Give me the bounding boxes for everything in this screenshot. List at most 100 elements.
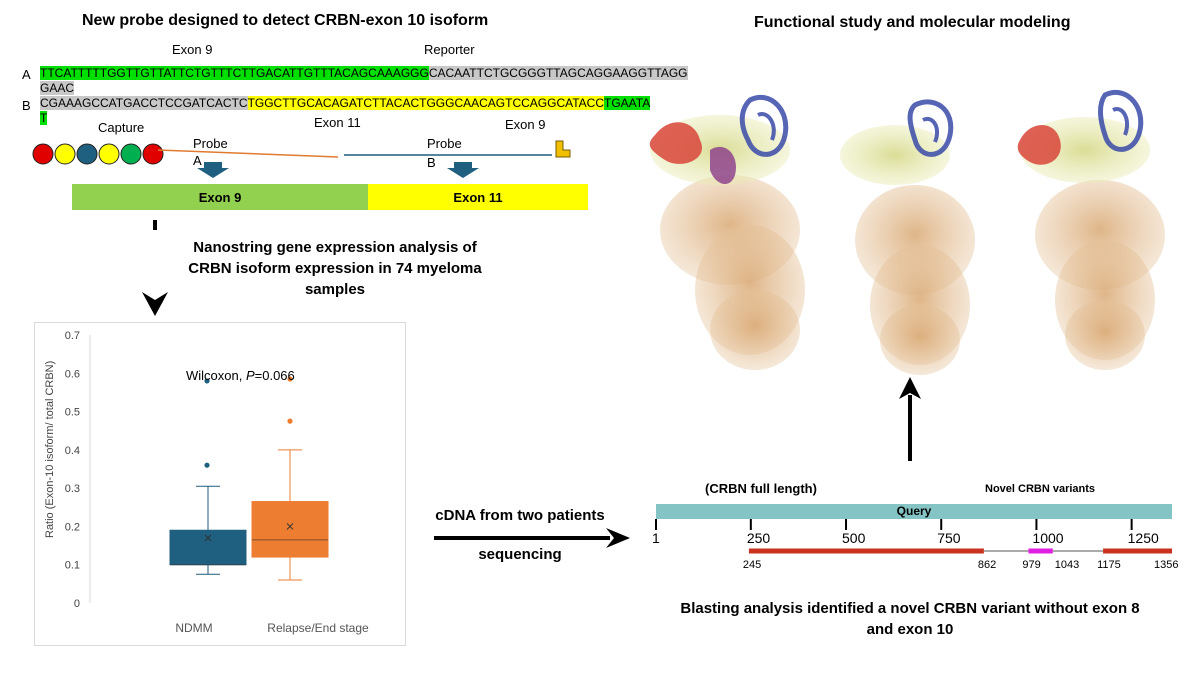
- y-tick-label: 0.4: [65, 445, 80, 457]
- probe-a-line: [157, 149, 339, 158]
- query-bar: [656, 504, 1172, 519]
- protein-model-3: [1017, 90, 1165, 370]
- row-b-green-seq-wrap: T: [40, 111, 48, 125]
- row-a-sequence: TTCATTTTTGGTTGTTATTCTGTTTCTTGACATTGTTTAC…: [40, 66, 688, 81]
- box-iqr: [169, 529, 247, 566]
- exon11-bar-label: Exon 11: [453, 190, 503, 205]
- box-plot-frame: [34, 322, 406, 646]
- wilcoxon-value: =0.066: [254, 368, 295, 383]
- sequencing-label: sequencing: [478, 546, 562, 563]
- box-ndmm: [169, 378, 247, 575]
- box-plot: 00.10.20.30.40.50.60.7: [65, 330, 329, 610]
- probe-b-label: Probe: [427, 136, 462, 151]
- y-tick-label: 0.6: [65, 368, 80, 380]
- nanostring-title-line2: CRBN isoform expression in 74 myeloma: [188, 260, 482, 277]
- exon11-label: Exon 11: [314, 115, 361, 130]
- alignment-segment: [983, 550, 1029, 552]
- outlier-point: [287, 376, 293, 382]
- right-arrow-icon: [434, 528, 630, 548]
- novel-variants-label: Novel CRBN variants: [985, 483, 1096, 495]
- blast-caption-line1: Blasting analysis identified a novel CRB…: [680, 600, 1140, 617]
- y-tick-label: 0.5: [65, 407, 80, 419]
- blast-ticks: [655, 519, 1133, 530]
- probe-b-letter: B: [427, 155, 436, 170]
- capture-label: Capture: [98, 120, 145, 135]
- wilcoxon-prefix: Wilcoxon,: [186, 368, 246, 383]
- nanostring-title-line1: Nanostring gene expression analysis of: [193, 239, 477, 256]
- row-a-grey-seq-wrap: GAAC: [40, 81, 75, 95]
- box-mean-marker: [286, 523, 294, 530]
- segment-position-label: 979: [1022, 559, 1041, 571]
- reporter-label: Reporter: [424, 42, 475, 57]
- capture-bead: [54, 143, 76, 165]
- full-length-label: (CRBN full length): [705, 481, 817, 496]
- arrow-down-icon: [197, 162, 229, 178]
- capture-bead: [98, 143, 120, 165]
- blast-scale: [655, 519, 1172, 554]
- protein-models: [649, 90, 1165, 375]
- exon11-bar: [368, 184, 588, 210]
- segment-position-label: 1043: [1054, 559, 1080, 571]
- modeling-title: Functional study and molecular modeling: [754, 14, 1071, 31]
- exon9-label: Exon 9: [172, 42, 213, 57]
- wilcoxon-annotation: Wilcoxon, P=0.066: [186, 368, 295, 383]
- row-b-yellow-seq: TGGCTTGCACAGATCTTACACTGGGCAACAGTCCAGGCAT…: [247, 96, 605, 110]
- scale-tick-label: 750: [937, 530, 961, 546]
- box-mean-marker: [204, 534, 212, 542]
- capture-bead: [142, 143, 164, 165]
- reporter-tag-icon: [555, 140, 571, 158]
- probe-a-letter: A: [193, 153, 202, 168]
- blast-segments: [748, 548, 1172, 554]
- probe-a-label: Probe: [193, 136, 228, 151]
- category-label-relapse: Relapse/End stage: [267, 621, 369, 635]
- row-a-grey-seq: CACAATTCTGCGGGTTAGCAGGAAGGTTAGG: [428, 66, 688, 80]
- box-iqr: [251, 501, 329, 558]
- y-tick-label: 0.1: [65, 560, 80, 572]
- query-label: Query: [896, 504, 932, 518]
- row-b-green-seq: TGAATA: [604, 96, 651, 110]
- scale-tick-label: 250: [746, 530, 771, 546]
- segment-position-label: 1356: [1154, 559, 1179, 571]
- row-b-grey-seq: CGAAAGCCATGACCTCCGATCACTC: [40, 96, 248, 110]
- alignment-segment: [748, 548, 984, 554]
- row-a-green-seq: TTCATTTTTGGTTGTTATTCTGTTTCTTGACATTGTTTAC…: [40, 66, 429, 80]
- arrow-down-icon: [447, 162, 479, 178]
- nanostring-title: Nanostring gene expression analysis of C…: [160, 237, 510, 300]
- outlier-point: [204, 378, 210, 384]
- outlier-point: [204, 462, 210, 468]
- alignment-segment: [1028, 548, 1053, 554]
- y-tick-label: 0.7: [65, 330, 80, 342]
- nanostring-title-line3: samples: [304, 281, 366, 298]
- segment-position-label: 1175: [1097, 559, 1121, 571]
- scale-tick-label: 1250: [1127, 530, 1159, 546]
- boxes: [169, 376, 329, 581]
- up-arrow-icon: [899, 377, 921, 461]
- exon9b-label: Exon 9: [505, 117, 546, 132]
- cdna-label: cDNA from two patients: [435, 507, 605, 524]
- exon9-bar-label: Exon 9: [198, 190, 242, 205]
- outlier-point: [287, 418, 293, 424]
- segment-position-label: 862: [977, 559, 997, 571]
- alignment-segment: [1052, 550, 1104, 552]
- capture-bead: [76, 143, 98, 165]
- row-b-letter: B: [22, 98, 31, 113]
- alignment-segment: [1103, 548, 1172, 554]
- segment-position-label: 245: [742, 559, 762, 571]
- wilcoxon-p: P: [245, 368, 255, 383]
- protein-model-1: [649, 95, 805, 370]
- down-arrow-icon: [142, 292, 168, 316]
- capture-bead: [32, 143, 54, 165]
- exon9-bar: [72, 184, 368, 210]
- row-b-sequence: CGAAAGCCATGACCTCCGATCACTCTGGCTTGCACAGATC…: [40, 96, 651, 111]
- y-tick-label: 0.3: [65, 483, 80, 495]
- scale-tick-label: 500: [842, 530, 866, 546]
- row-a-letter: A: [22, 67, 31, 82]
- scale-tick-label: 1: [652, 530, 660, 546]
- capture-bead: [120, 143, 142, 165]
- probe-design-title: New probe designed to detect CRBN-exon 1…: [82, 12, 489, 29]
- y-tick-label: 0.2: [65, 521, 80, 533]
- category-label-ndmm: NDMM: [175, 621, 213, 635]
- scale-tick-label: 1000: [1032, 530, 1064, 546]
- box-relapse: [251, 376, 329, 581]
- blast-caption-line2: and exon 10: [866, 621, 954, 638]
